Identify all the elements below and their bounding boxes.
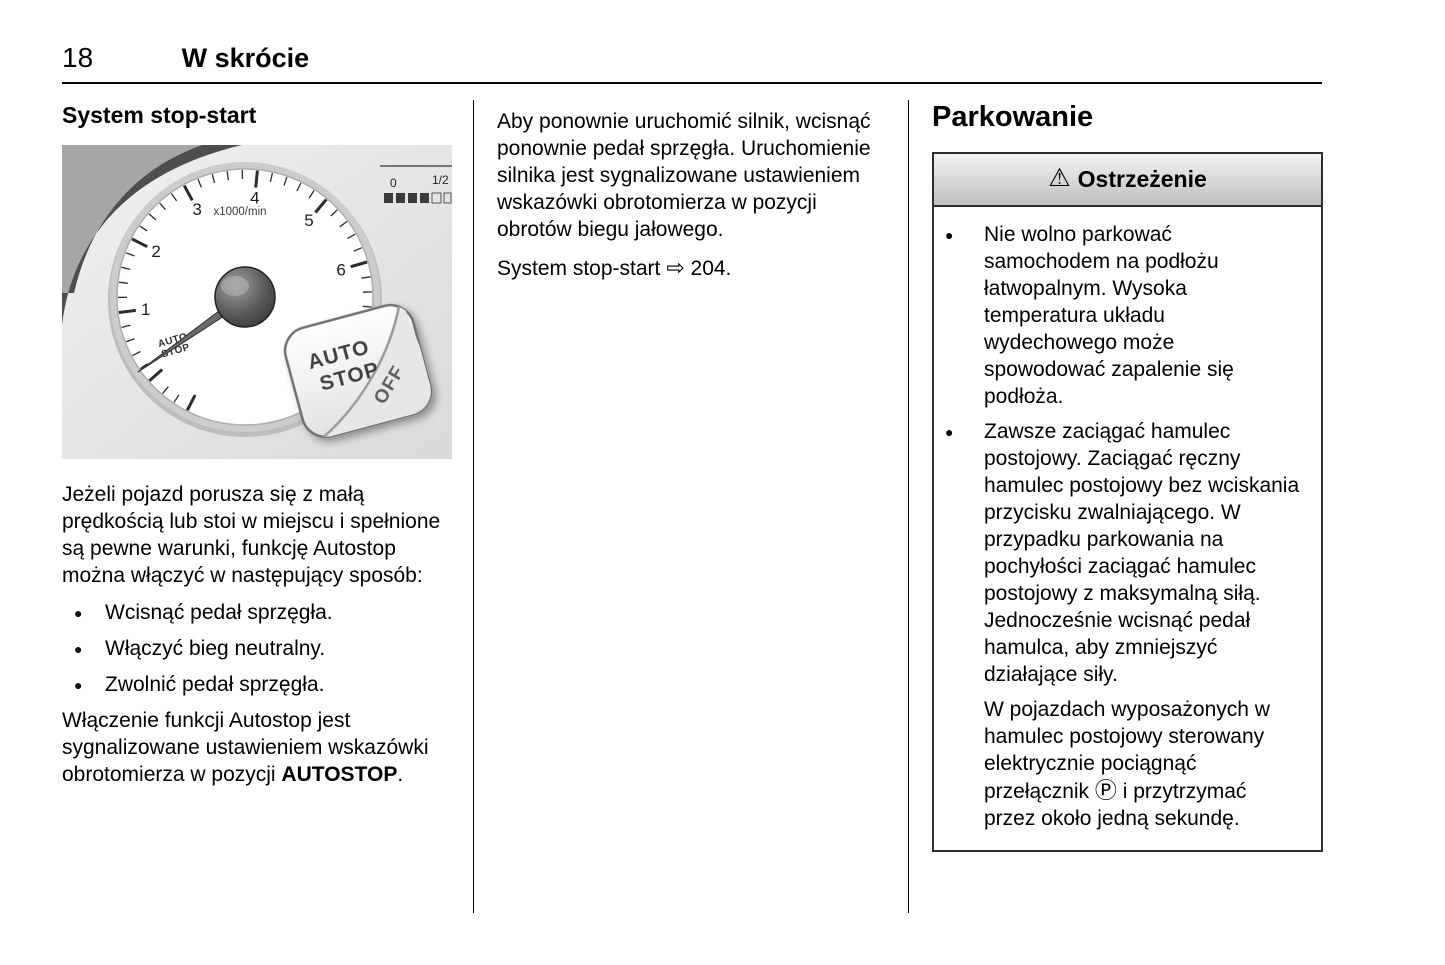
fuel-gauge: 0 1/2 (380, 165, 452, 204)
autostop-indicator-para: Włączenie funkcji Autostop jest sygnaliz… (62, 709, 429, 786)
warning-list: Nie wolno parkować samochodem na podłożu… (934, 221, 1301, 688)
warning-body: Nie wolno parkować samochodem na podłożu… (934, 207, 1321, 850)
gauge-unit-label: x1000/min (213, 206, 266, 218)
cluster-housing-edge (62, 145, 242, 325)
page-section-title: W skrócie (181, 43, 310, 73)
warning-item: Nie wolno parkować samochodem na podłożu… (934, 221, 1301, 410)
gauge-number: 4 (250, 189, 259, 208)
autostop-steps-list: Wcisnąć pedał sprzęgła. Włączyć bieg neu… (62, 599, 452, 699)
parking-brake-switch-icon: Ⓟ (1094, 778, 1117, 803)
reference-page: 204. (690, 257, 732, 280)
column-divider (473, 100, 474, 913)
stop-start-para: Jeżeli pojazd porusza się z małą prędkoś… (62, 483, 441, 587)
column-1: System stop-start (62, 100, 452, 788)
list-item: Włączyć bieg neutralny. (62, 635, 452, 663)
header-rule (62, 82, 1322, 84)
warning-triangle-icon: ⚠ (1048, 164, 1071, 192)
fuel-zero-label: 0 (390, 176, 397, 190)
tachometer-gauge: 0 1/2 1 2 3 4 5 6 (62, 145, 452, 459)
warning-box: ⚠ Ostrzeżenie Nie wolno parkować samocho… (932, 152, 1323, 852)
gauge-number: 6 (336, 260, 345, 279)
restart-para: Aby ponownie uruchomić silnik, wcisnąć p… (497, 110, 871, 241)
list-item: Wcisnąć pedał sprzęgła. (62, 599, 452, 627)
warning-item: Zawsze zaciągać hamulec postojowy. Zacią… (934, 418, 1301, 688)
stop-start-reference[interactable]: System stop-start ⇨ 204. (497, 254, 883, 282)
column-2: Aby ponownie uruchomić silnik, wcisnąć p… (497, 100, 883, 282)
page-header: 18 W skrócie (62, 42, 309, 74)
warning-title: Ostrzeżenie (1077, 166, 1207, 192)
page-number: 18 (62, 42, 94, 73)
parking-heading: Parkowanie (932, 101, 1094, 133)
reference-arrow-icon: ⇨ (666, 255, 685, 280)
gauge-hub (214, 266, 276, 328)
column-divider (908, 100, 909, 913)
parking-brake-para: W pojazdach wyposażonych w hamulec posto… (984, 698, 1270, 830)
cluster-housing (62, 145, 202, 293)
stop-start-illustration: 0 1/2 1 2 3 4 5 6 (62, 145, 452, 459)
fuel-half-label: 1/2 (432, 173, 449, 187)
hub-highlight (221, 276, 249, 296)
gauge-number: 5 (304, 211, 313, 230)
stop-start-heading: System stop-start (62, 102, 257, 128)
gauge-number: 3 (192, 200, 201, 219)
autostop-button-inset: AUTO STOP OFF (283, 299, 437, 443)
reference-text: System stop-start (497, 257, 661, 280)
gauge-number: 2 (151, 242, 160, 261)
list-item: Zwolnić pedał sprzęgła. (62, 671, 452, 699)
gauge-number: 1 (141, 300, 150, 319)
autostop-bold: AUTOSTOP (281, 763, 398, 786)
warning-header: ⚠ Ostrzeżenie (934, 154, 1321, 207)
column-3: Parkowanie ⚠ Ostrzeżenie Nie wolno parko… (932, 100, 1323, 852)
